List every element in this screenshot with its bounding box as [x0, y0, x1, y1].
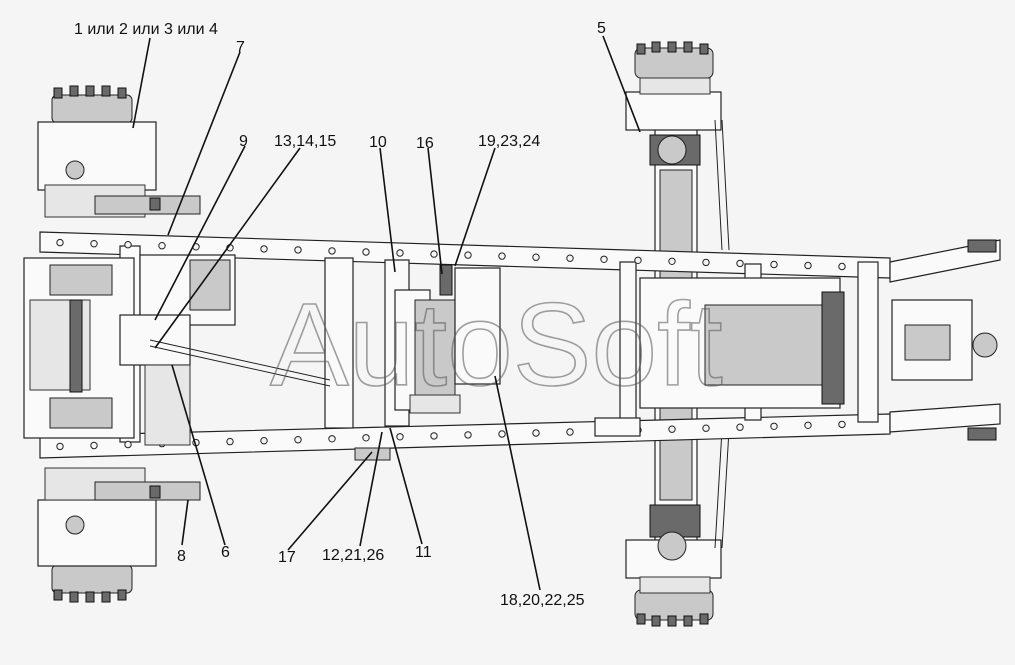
leader-lines: [132, 35, 641, 591]
callout-9: 9: [239, 133, 248, 150]
rail-hole: [56, 238, 64, 247]
engine-assembly: [119, 254, 331, 446]
rail-hole: [226, 437, 234, 446]
callout-12-21-26: 12,21,26: [322, 547, 384, 564]
rail-hole: [566, 254, 574, 262]
callout-1-2-3-4: 1 или 2 или 3 или 4: [74, 21, 218, 38]
callout-19-23-24: 19,23,24: [478, 133, 540, 150]
rail-hole: [634, 256, 642, 264]
rail-hole: [464, 431, 472, 439]
rail-hole: [124, 241, 132, 249]
callout-8: 8: [177, 548, 186, 565]
mid-components: [354, 264, 501, 461]
rail-hole: [600, 255, 608, 263]
rail-hole: [294, 436, 302, 444]
callout-16: 16: [416, 135, 434, 152]
watermark: AutoSoft: [270, 279, 723, 411]
callout-labels: 1 или 2 или 3 или 4 5 7 9 13,14,15 10 16…: [74, 20, 606, 609]
rail-hole: [838, 420, 846, 429]
callout-11: 11: [415, 544, 432, 561]
callout-6: 6: [221, 544, 230, 561]
rail-hole: [396, 433, 404, 441]
rail-hole: [158, 242, 166, 250]
callout-5: 5: [597, 20, 606, 37]
rail-hole: [838, 262, 846, 271]
rail-hole: [430, 432, 438, 440]
rail-hole: [328, 435, 336, 443]
callout-18-20-22-25: 18,20,22,25: [500, 592, 585, 609]
rail-hole: [90, 240, 98, 248]
towing-hitch: [889, 239, 1001, 441]
rail-hole: [56, 442, 64, 451]
rail-hole: [362, 248, 370, 256]
rear-axle: [625, 41, 730, 627]
rear-components: [594, 277, 845, 437]
rail-hole: [668, 257, 676, 265]
rail-hole: [770, 260, 778, 269]
rail-hole: [260, 437, 268, 445]
rail-hole: [362, 434, 370, 442]
rail-hole: [566, 428, 574, 436]
rail-hole: [124, 440, 132, 449]
rail-hole: [498, 252, 506, 260]
rail-hole: [702, 424, 710, 432]
rail-hole: [532, 253, 540, 261]
rail-hole: [702, 258, 710, 267]
rail-hole: [90, 441, 98, 450]
callout-7: 7: [236, 39, 245, 56]
rail-hole: [736, 423, 744, 431]
callout-17: 17: [278, 549, 296, 566]
rail-hole: [396, 249, 404, 257]
rail-hole: [430, 250, 438, 258]
rail-hole: [328, 247, 336, 255]
rail-hole: [770, 422, 778, 430]
rail-hole: [804, 261, 812, 270]
rail-hole: [464, 251, 472, 259]
callout-10: 10: [369, 134, 387, 151]
callout-13-14-15: 13,14,15: [274, 133, 336, 150]
front-axle: [23, 85, 201, 603]
rail-hole: [668, 425, 676, 433]
rail-hole: [498, 430, 506, 438]
rail-hole: [294, 246, 302, 254]
rail-hole: [736, 259, 744, 268]
rail-hole: [532, 429, 540, 437]
rail-hole: [804, 421, 812, 429]
rail-hole: [260, 245, 268, 253]
